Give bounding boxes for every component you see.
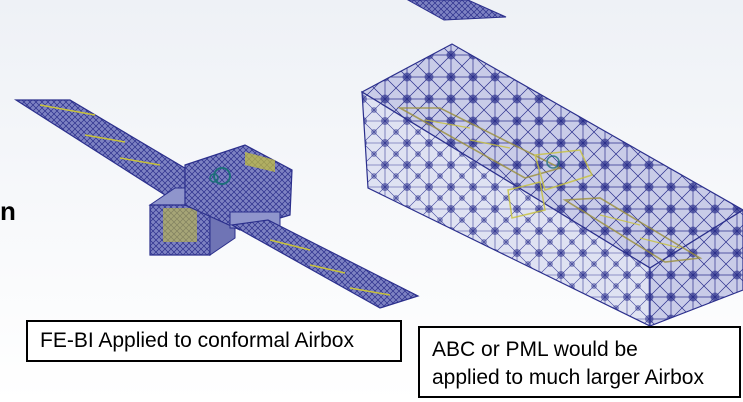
satellite-body [148,144,293,256]
right-solar-panel [230,219,420,309]
airbox-end-face [649,209,743,327]
inner-satellite-outline [396,107,703,263]
left-solar-panel [13,99,207,196]
left-satellite-mesh [13,99,420,309]
right-airbox-mesh [360,43,743,327]
caption-larger-airbox-line2: applied to much larger Airbox [432,366,704,389]
caption-larger-airbox: ABC or PML would be applied to much larg… [418,326,741,398]
caption-larger-airbox-line1: ABC or PML would be [432,338,638,361]
top-partial-panel [406,0,507,21]
clipped-side-text: n [0,196,16,226]
caption-conformal-airbox: FE-BI Applied to conformal Airbox [26,320,402,362]
